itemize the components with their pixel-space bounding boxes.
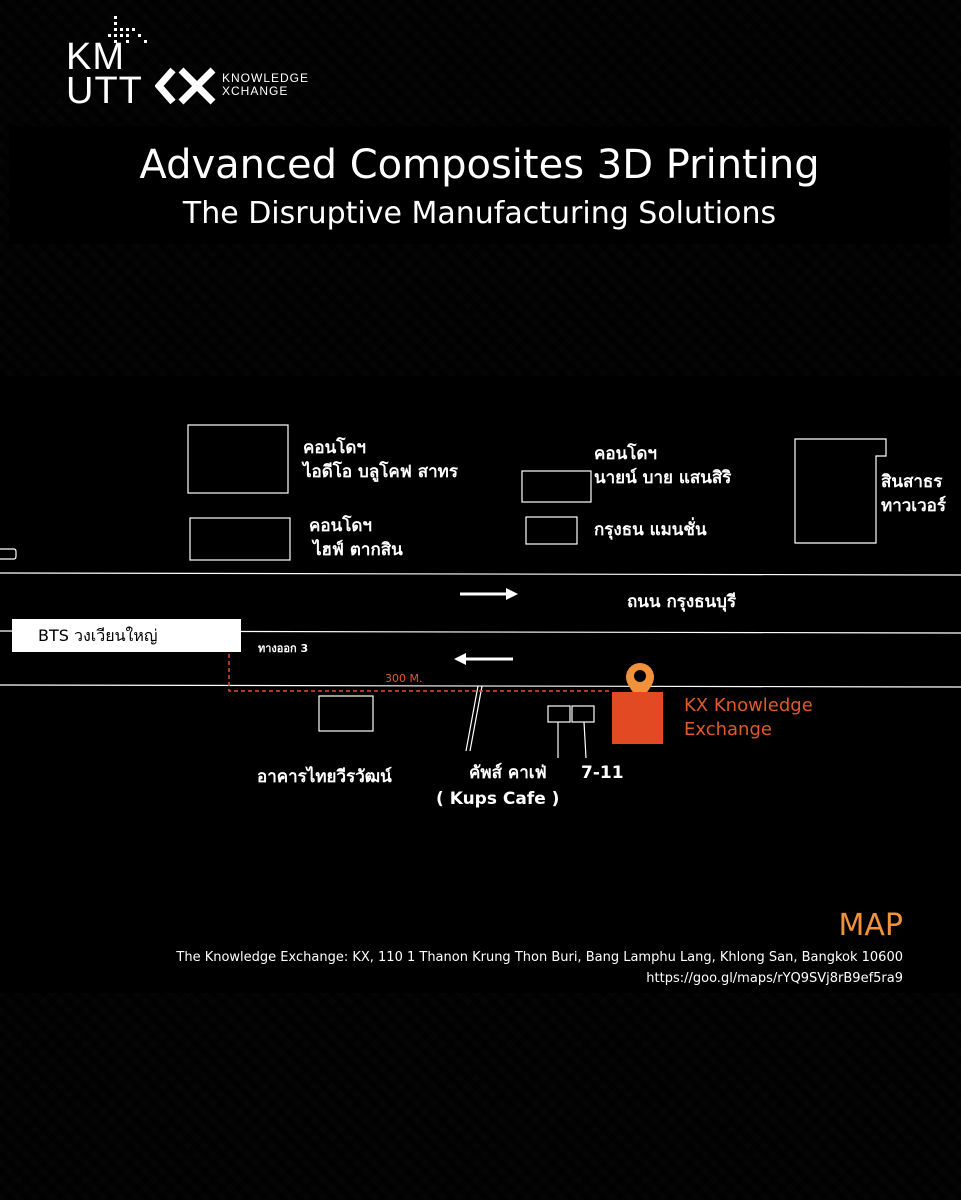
label-condo-ideo: คอนโดฯ ไอดีโอ บลูโคฟ สาทร: [303, 436, 458, 484]
label-condo-hyde-line2: ไฮฟ์ ตากสิน: [313, 540, 403, 560]
kx-logo-mark: [155, 67, 216, 105]
label-sinsathorn: สินสาธร ทาวเวอร์: [881, 470, 946, 518]
label-condo-ideo-line2: ไอดีโอ บลูโคฟ สาทร: [303, 462, 458, 482]
label-distance: 300 M.: [385, 672, 423, 685]
building-nine: [521, 470, 592, 503]
building-ideo: [187, 424, 289, 494]
building-sinsathorn: [794, 438, 887, 544]
label-kups-cafe-en: ( Kups Cafe ): [436, 789, 560, 809]
title-banner: Advanced Composites 3D Printing The Disr…: [9, 126, 950, 244]
label-kups-cafe-line1: คัพส์ คาเฟ่: [469, 763, 547, 783]
label-exit: ทางออก 3: [258, 642, 309, 655]
label-kups-cafe: คัพส์ คาเฟ่: [469, 761, 547, 785]
label-kx-knowledge-exchange: KX Knowledge Exchange: [684, 694, 813, 742]
building-hyde: [189, 517, 291, 561]
label-condo-hyde: คอนโดฯ ไฮฟ์ ตากสิน: [309, 514, 403, 562]
map-drawing: [0, 424, 961, 759]
building-seven-eleven-a: [547, 705, 571, 723]
label-sinsathorn-line1: สินสาธร: [881, 472, 943, 492]
label-thai-wirawat: อาคารไทยวีรวัฒน์: [257, 767, 392, 787]
building-krungthon-mansion: [525, 516, 578, 545]
address-text: The Knowledge Exchange: KX, 110 1 Thanon…: [176, 950, 903, 965]
leader-line-b: [583, 721, 587, 759]
map-panel: คอนโดฯ ไอดีโอ บลูโคฟ สาทร คอนโดฯ ไฮฟ์ ตา…: [0, 376, 961, 993]
label-condo-ideo-line1: คอนโดฯ: [303, 438, 366, 458]
map-heading: MAP: [838, 908, 904, 943]
arrow-right-head: [506, 588, 518, 600]
map-edge-shape: [0, 548, 17, 560]
kmutt-logo-line2: UTT: [66, 70, 143, 113]
road-line-top: [0, 572, 961, 576]
address-block: The Knowledge Exchange: KX, 110 1 Thanon…: [176, 947, 903, 989]
label-condo-hyde-line1: คอนโดฯ: [309, 516, 372, 536]
label-condo-nine-line2: นายน์ บาย แสนสิริ: [594, 468, 732, 488]
label-kx-line1: KX Knowledge: [684, 695, 813, 716]
banner-subtitle: The Disruptive Manufacturing Solutions: [182, 196, 777, 231]
kx-logo-text: KNOWLEDGE XCHANGE: [222, 72, 309, 98]
kx-location-marker: [612, 692, 663, 744]
label-condo-nine: คอนโดฯ นายน์ บาย แสนสิริ: [594, 442, 731, 490]
building-seven-eleven-b: [571, 705, 595, 723]
alley-line-a: [465, 685, 479, 752]
kmutt-dots-logo: [108, 16, 147, 43]
kmutt-logo-line1: KM: [66, 36, 125, 78]
bts-station-label: BTS วงเวียนใหญ่: [12, 619, 241, 652]
kx-logo-line1: KNOWLEDGE: [222, 71, 310, 85]
label-krungthon-mansion: กรุงธน แมนชั่น: [594, 520, 707, 540]
banner-title: Advanced Composites 3D Printing: [139, 142, 820, 188]
label-condo-nine-line1: คอนโดฯ: [594, 444, 657, 464]
label-sinsathorn-line2: ทาวเวอร์: [881, 496, 946, 516]
road-line-bottom: [0, 684, 961, 688]
building-thai-wirawat: [318, 695, 374, 732]
map-url[interactable]: https://goo.gl/maps/rYQ9SVj8rB9ef5ra9: [646, 971, 903, 986]
label-kx-line2: Exchange: [684, 719, 772, 740]
location-pin-icon: [626, 663, 654, 701]
label-seven-eleven: 7-11: [581, 763, 624, 783]
alley-line-b: [469, 685, 483, 752]
label-road: ถนน กรุงธนบุรี: [627, 592, 737, 612]
arrow-left-head: [454, 653, 466, 665]
kmutt-logo: KM UTT: [66, 36, 143, 113]
kx-logo-line2: XCHANGE: [222, 84, 289, 98]
walking-route: [228, 654, 612, 692]
